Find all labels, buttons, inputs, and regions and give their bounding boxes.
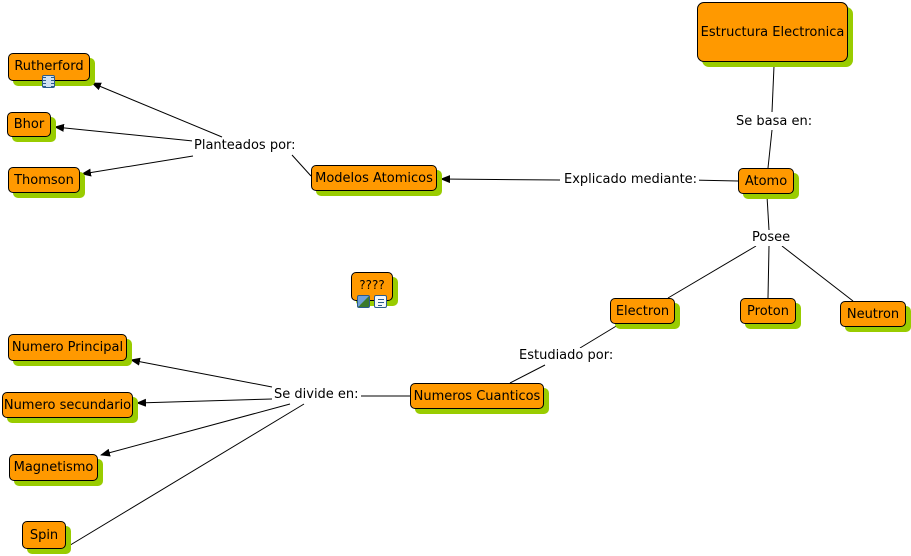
concept-electron[interactable]: Electron xyxy=(610,298,675,324)
concept-rutherford[interactable]: Rutherford xyxy=(8,53,90,81)
concept-atomo[interactable]: Atomo xyxy=(738,168,794,194)
line-posee-proton xyxy=(767,245,770,299)
line-planteados-rutherford xyxy=(91,82,223,138)
line-estudiado-numeros xyxy=(509,364,546,384)
line-modelos-planteados xyxy=(291,154,312,177)
line-sedivide-magnetismo xyxy=(100,403,291,457)
link-planteados-por[interactable]: Planteados por: xyxy=(192,138,298,154)
link-explicado-mediante[interactable]: Explicado mediante: xyxy=(562,172,700,188)
link-posee[interactable]: Posee xyxy=(750,230,793,246)
image-icon[interactable] xyxy=(357,295,370,308)
line-sedivide-spin xyxy=(66,403,305,548)
concept-numeros-cuanticos[interactable]: Numeros Cuanticos xyxy=(410,383,544,409)
concept-numero-principal[interactable]: Numero Principal xyxy=(8,334,127,361)
concept-neutron[interactable]: Neutron xyxy=(840,301,906,327)
link-estudiado-por[interactable]: Estudiado por: xyxy=(517,348,616,364)
link-se-divide-en[interactable]: Se divide en: xyxy=(272,387,361,403)
concept-estructura-electronica[interactable]: Estructura Electronica xyxy=(697,2,848,62)
line-electron-estudiado xyxy=(579,324,619,349)
concept-modelos-atomicos[interactable]: Modelos Atomicos xyxy=(311,165,437,191)
concept-spin[interactable]: Spin xyxy=(22,521,66,549)
line-posee-neutron xyxy=(781,245,854,302)
concept-thomson[interactable]: Thomson xyxy=(8,167,80,193)
line-planteados-bhor xyxy=(54,123,194,142)
concept-numero-secundario[interactable]: Numero secundario xyxy=(2,392,133,418)
line-atomo-posee xyxy=(766,195,770,231)
document-icon[interactable] xyxy=(374,295,387,308)
line-posee-electron xyxy=(667,245,757,299)
link-se-basa-en[interactable]: Se basa en: xyxy=(734,114,815,130)
concept-magnetismo[interactable]: Magnetismo xyxy=(9,454,98,481)
concept-proton[interactable]: Proton xyxy=(740,298,796,324)
line-sedivide-principal xyxy=(130,357,273,388)
film-icon[interactable] xyxy=(42,75,55,88)
line-sebasa-atomo xyxy=(767,129,773,169)
line-estructura-sebasa xyxy=(771,65,775,113)
line-sedivide-secundario xyxy=(136,398,273,407)
line-explicado-modelos xyxy=(440,175,561,184)
concept-bhor[interactable]: Bhor xyxy=(7,112,51,137)
line-planteados-thomson xyxy=(81,155,194,177)
